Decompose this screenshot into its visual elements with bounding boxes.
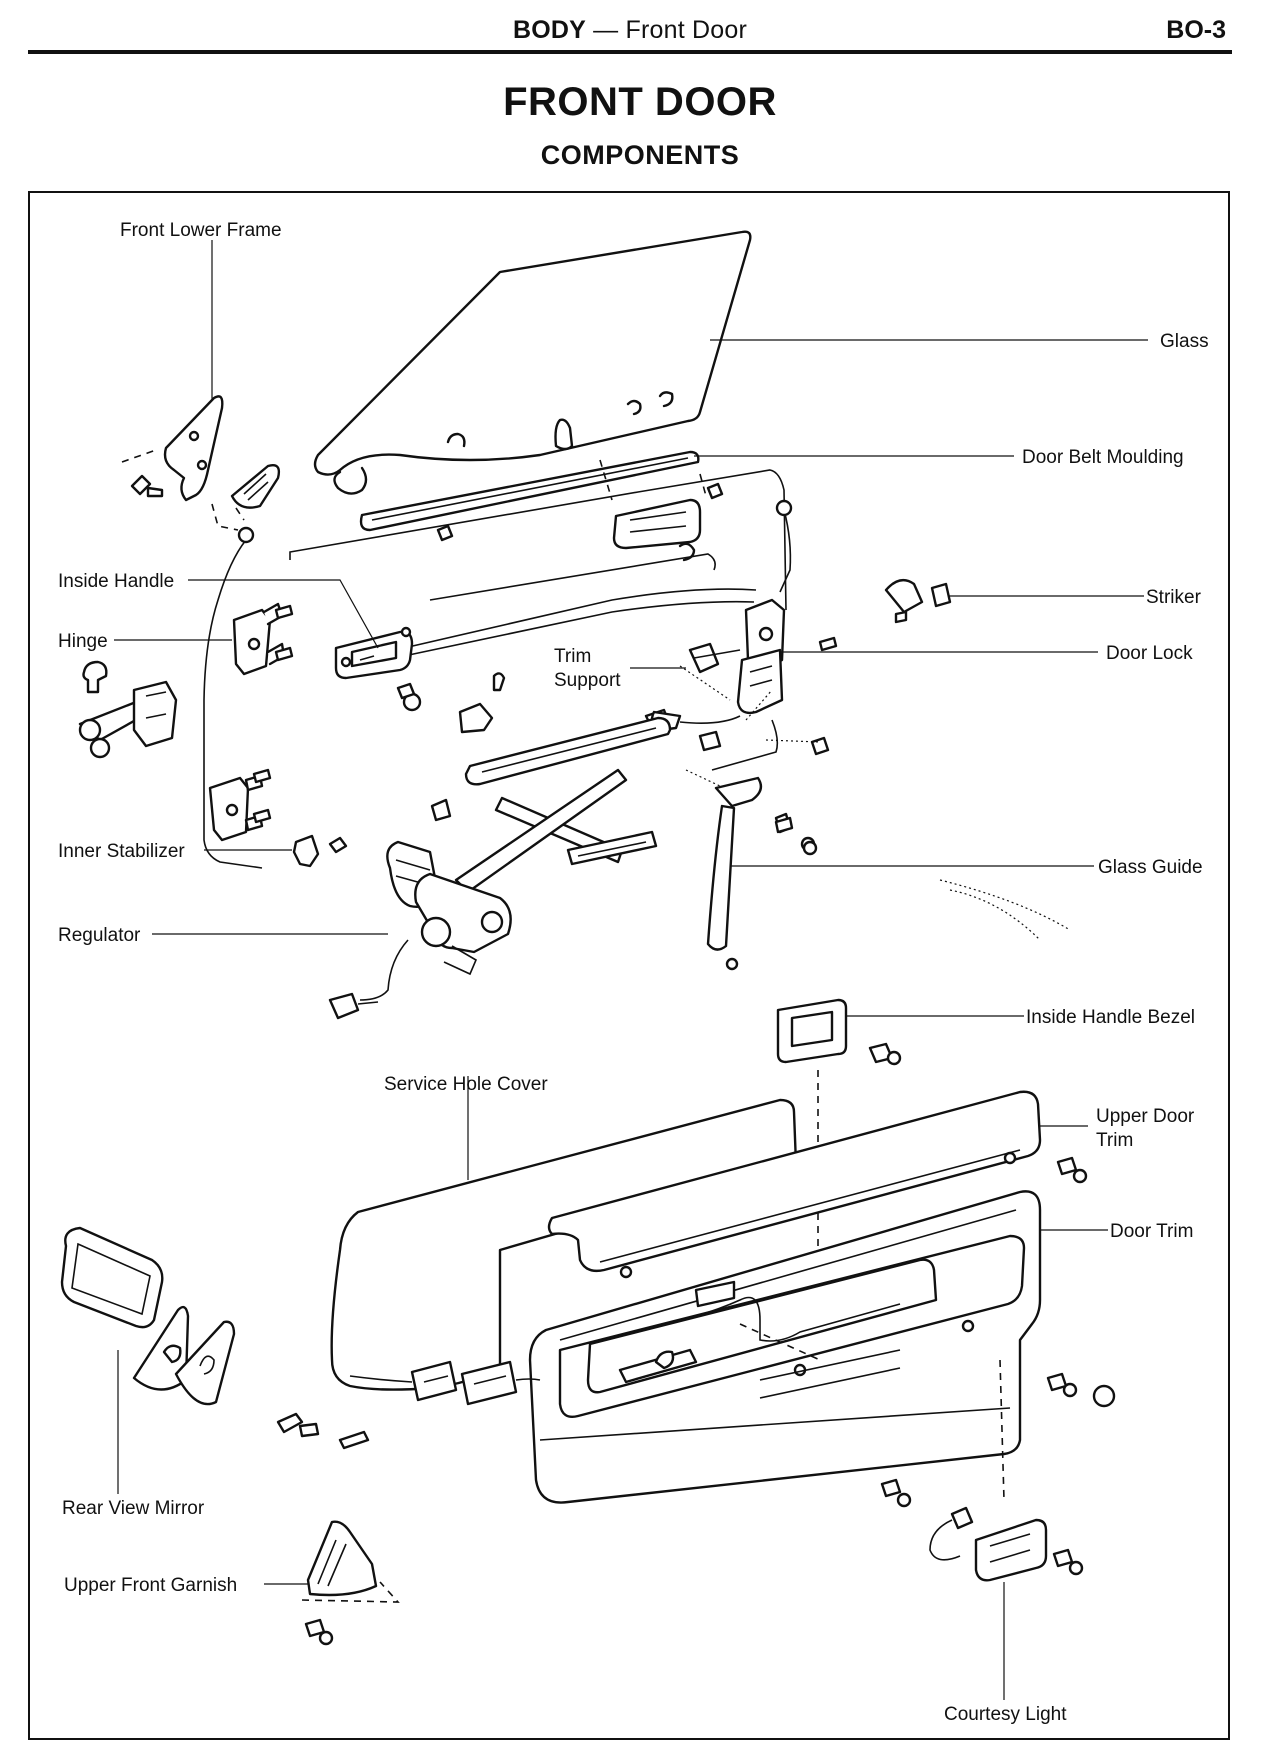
label-door-lock: Door Lock [1106,643,1193,664]
label-upper-front-garnish: Upper Front Garnish [64,1575,237,1596]
inner-panel-outline [121,449,787,869]
glass-guide [706,776,818,971]
label-striker: Striker [1146,587,1202,608]
label-service-hole-cover: Service Hole Cover [384,1074,548,1095]
lock-rods [403,499,793,657]
label-inside-handle-bezel: Inside Handle Bezel [1026,1007,1195,1028]
label-rear-view-mirror: Rear View Mirror [62,1498,205,1519]
label-upper-door-trim-1: Upper Door [1096,1106,1195,1127]
header-separator: — [586,16,626,44]
upper-door-trim [547,1090,1088,1279]
label-front-lower-frame: Front Lower Frame [120,220,282,241]
rear-view-mirror [60,1226,236,1406]
label-courtesy-light: Courtesy Light [944,1704,1067,1725]
leader-lines [114,240,1148,1700]
page-subtitle: COMPONENTS [540,140,740,170]
upper-front-garnish [301,1520,400,1646]
diagram-frame [28,191,1230,1740]
door-trim [528,1190,1042,1504]
trim-screws [880,1372,1116,1576]
wire-connectors [349,1360,541,1406]
page-header: BODY — Front Door BO-3 [28,10,1232,50]
window-regulator [328,716,672,1020]
label-upper-door-trim-2: Trim [1096,1130,1133,1151]
front-lower-frame [130,395,281,544]
inner-stabilizer [292,834,348,868]
label-door-belt-moulding: Door Belt Moulding [1022,447,1184,468]
label-regulator: Regulator [58,925,141,946]
door-glass [313,230,752,495]
lock-bracket [436,459,724,562]
door-check [78,660,178,759]
label-glass: Glass [1160,331,1209,352]
hinge-lower [208,768,272,842]
label-glass-guide: Glass Guide [1098,857,1203,878]
inside-handle-bezel [776,998,902,1370]
label-hinge: Hinge [58,631,108,652]
door-lock [650,598,786,732]
service-hole-cover [330,1098,798,1391]
label-trim-support-1: Trim [554,646,591,667]
header-subsection: Front Door [625,16,747,44]
header-rule [28,50,1232,54]
label-door-trim: Door Trim [1110,1221,1193,1242]
inside-handle [334,626,414,680]
mirror-mounting-parts [276,1412,370,1450]
header-title: BODY — Front Door [28,16,1232,45]
door-belt-moulding [359,450,700,532]
hinge-upper [232,602,294,676]
courtesy-light [929,1506,1048,1582]
page-title: FRONT DOOR [503,80,777,124]
header-section: BODY [512,16,587,44]
label-inside-handle: Inside Handle [58,571,174,592]
label-trim-support-2: Support [554,670,621,691]
label-inner-stabilizer: Inner Stabilizer [58,841,185,862]
page-number: BO-3 [1166,16,1226,44]
callout-labels: Front Lower Frame Glass Door Belt Mouldi… [58,220,1209,1725]
